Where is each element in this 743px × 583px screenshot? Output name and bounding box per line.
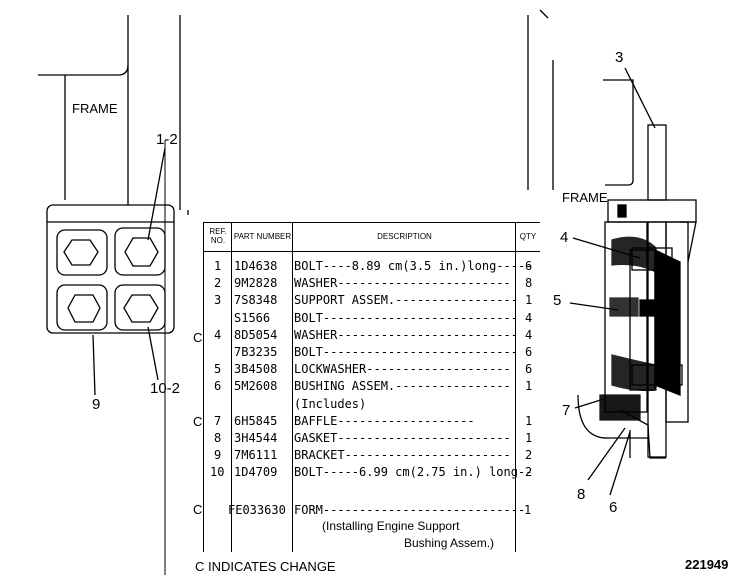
- table-row: 9 7M6111 BRACKET----------------------- 2: [204, 447, 540, 464]
- description-cell: BOLT-----6.99 cm(2.75 in.) long--: [294, 465, 533, 480]
- table-row: 10 1D4709 BOLT-----6.99 cm(2.75 in.) long-…: [204, 464, 540, 481]
- description-cell: BOLT---------------------------: [294, 310, 518, 325]
- qty-cell: 4: [525, 327, 533, 342]
- callout-9: 9: [92, 396, 101, 413]
- description-cell: (Includes): [294, 396, 367, 411]
- frame-label-left: FRAME: [72, 101, 118, 116]
- part-number-cell: 1D4638: [234, 259, 278, 273]
- form-description: FORM----------------------------: [294, 503, 526, 517]
- table-row: 7B3235 BOLT--------------------------- 6: [204, 344, 540, 361]
- part-number-cell: 1D4709: [234, 465, 278, 480]
- qty-cell: 2: [525, 448, 533, 463]
- callout-5: 5: [553, 292, 562, 309]
- parts-table: REF. NO. PART NUMBER DESCRIPTION QTY 1 1D…: [203, 222, 540, 552]
- part-number-cell: 7S8348: [234, 293, 278, 308]
- ref-no-cell: 8: [214, 431, 222, 445]
- callout-4: 4: [560, 229, 569, 246]
- part-number-cell: 5M2608: [234, 379, 278, 394]
- description-cell: BRACKET-----------------------: [294, 448, 511, 463]
- ref-no-cell: 10: [210, 465, 225, 480]
- change-mark-form: C: [193, 502, 203, 517]
- form-description-line-2: (Installing Engine Support: [322, 519, 460, 533]
- callout-8: 8: [577, 486, 586, 503]
- header-description: DESCRIPTION: [293, 222, 516, 252]
- ref-no-cell: 5: [214, 362, 222, 377]
- change-legend: C INDICATES CHANGE: [195, 559, 336, 574]
- table-row: (Includes): [204, 396, 540, 413]
- form-part-number: FE033630: [228, 503, 286, 517]
- qty-cell: 6: [525, 362, 533, 377]
- form-qty: 1: [524, 503, 532, 517]
- qty-cell: 6: [525, 345, 533, 359]
- table-row: 2 9M2828 WASHER------------------------ 8: [204, 275, 540, 292]
- description-cell: LOCKWASHER--------------------: [294, 362, 511, 377]
- callout-7: 7: [562, 402, 571, 419]
- part-number-cell: 6H5845: [234, 413, 278, 428]
- description-cell: WASHER-------------------------: [294, 327, 518, 342]
- table-row: 1 1D4638 BOLT----8.89 cm(3.5 in.)long-----…: [204, 258, 540, 275]
- qty-cell: 4: [525, 310, 533, 325]
- table-row: 8 3H4544 GASKET------------------------ 1: [204, 430, 540, 447]
- callout-10-2: 10-2: [150, 380, 181, 397]
- frame-label-right: FRAME: [562, 190, 608, 205]
- qty-cell: 1: [525, 379, 533, 394]
- qty-cell: 2: [525, 465, 533, 480]
- description-cell: SUPPORT ASSEM.-----------------: [294, 293, 518, 308]
- table-row-form: FE033630 FORM---------------------------…: [204, 502, 540, 519]
- header-qty: QTY: [516, 222, 540, 252]
- description-cell: BUSHING ASSEM.----------------: [294, 379, 511, 394]
- ref-no-cell: 6: [214, 379, 222, 394]
- qty-cell: 1: [525, 431, 533, 445]
- qty-cell: 1: [525, 413, 533, 428]
- part-number-cell: 3H4544: [234, 431, 278, 445]
- qty-cell: 8: [525, 276, 533, 291]
- qty-cell: 1: [525, 293, 533, 308]
- figure-number: 221949: [685, 557, 729, 572]
- ref-no-cell: 2: [214, 276, 222, 291]
- part-number-cell: 3B4508: [234, 362, 278, 377]
- description-cell: GASKET------------------------: [294, 431, 511, 445]
- ref-no-cell: 7: [214, 413, 222, 428]
- bolt-head-top-left: [56, 229, 108, 276]
- table-row: 3 7S8348 SUPPORT ASSEM.----------------- 1: [204, 292, 540, 309]
- part-number-cell: S1566: [234, 310, 271, 325]
- part-number-cell: 8D5054: [234, 327, 278, 342]
- header-ref-no: REF. NO.: [204, 222, 232, 252]
- part-number-cell: 7B3235: [234, 345, 278, 359]
- table-row: 6 5M2608 BUSHING ASSEM.---------------- 1: [204, 378, 540, 395]
- table-row: 4 8D5054 WASHER------------------------- 4: [204, 327, 540, 344]
- header-part-number: PART NUMBER: [232, 222, 293, 252]
- ref-no-cell: 9: [214, 448, 222, 463]
- form-description-line-3: Bushing Assem.): [404, 536, 495, 550]
- ref-no-cell: 1: [214, 259, 222, 273]
- ref-no-cell: 3: [214, 293, 222, 308]
- change-mark-ref-7: C: [193, 414, 203, 429]
- description-cell: BOLT---------------------------: [294, 345, 518, 359]
- change-mark-ref-4: C: [193, 330, 203, 345]
- description-cell: BOLT----8.89 cm(3.5 in.)long-----: [294, 259, 533, 273]
- table-row: S1566 BOLT--------------------------- 4: [204, 310, 540, 327]
- callout-3: 3: [615, 49, 624, 66]
- ref-no-cell: 4: [214, 327, 222, 342]
- qty-cell: 6: [525, 259, 533, 273]
- part-number-cell: 9M2828: [234, 276, 278, 291]
- table-row: 7 6H5845 BAFFLE------------------- 1: [204, 413, 540, 430]
- callout-1-2: 1-2: [156, 131, 178, 148]
- description-cell: WASHER------------------------: [294, 276, 511, 291]
- callout-6: 6: [609, 499, 618, 516]
- description-cell: BAFFLE-------------------: [294, 413, 475, 428]
- table-row: 5 3B4508 LOCKWASHER-------------------- 6: [204, 361, 540, 378]
- part-number-cell: 7M6111: [234, 448, 278, 463]
